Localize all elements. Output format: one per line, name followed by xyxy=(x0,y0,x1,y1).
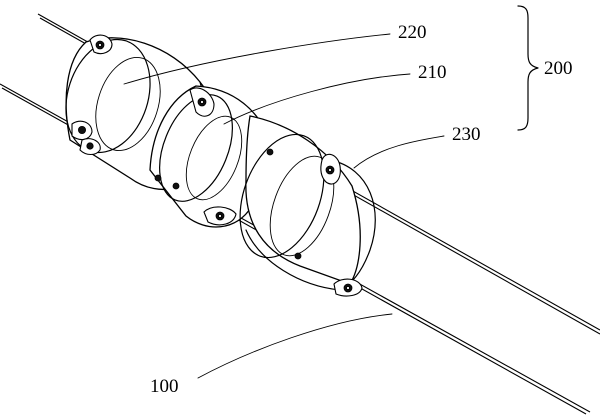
leader-100 xyxy=(197,313,393,379)
label-200: 200 xyxy=(544,58,573,79)
ring-230 xyxy=(239,115,376,291)
leader-220 xyxy=(123,33,391,85)
ring-210 xyxy=(149,85,271,228)
tab-ring3-bottom xyxy=(333,278,363,297)
label-230: 230 xyxy=(452,124,481,145)
tab-ring3-top xyxy=(320,153,341,185)
tab-ring2-inner xyxy=(154,148,274,190)
bracket-200 xyxy=(517,5,539,131)
tab-ring1-top xyxy=(89,34,113,55)
tab-ring1-lower xyxy=(79,138,101,156)
label-100: 100 xyxy=(150,376,179,397)
tab-ring1-bottom xyxy=(71,120,93,141)
leader-210 xyxy=(223,73,411,125)
label-210: 210 xyxy=(418,62,447,83)
label-220: 220 xyxy=(398,22,427,43)
tab-ring3-inner xyxy=(294,252,302,260)
tab-ring1-right xyxy=(189,87,215,117)
leader-230 xyxy=(353,135,445,169)
tab-ring2-bottom xyxy=(203,206,237,226)
